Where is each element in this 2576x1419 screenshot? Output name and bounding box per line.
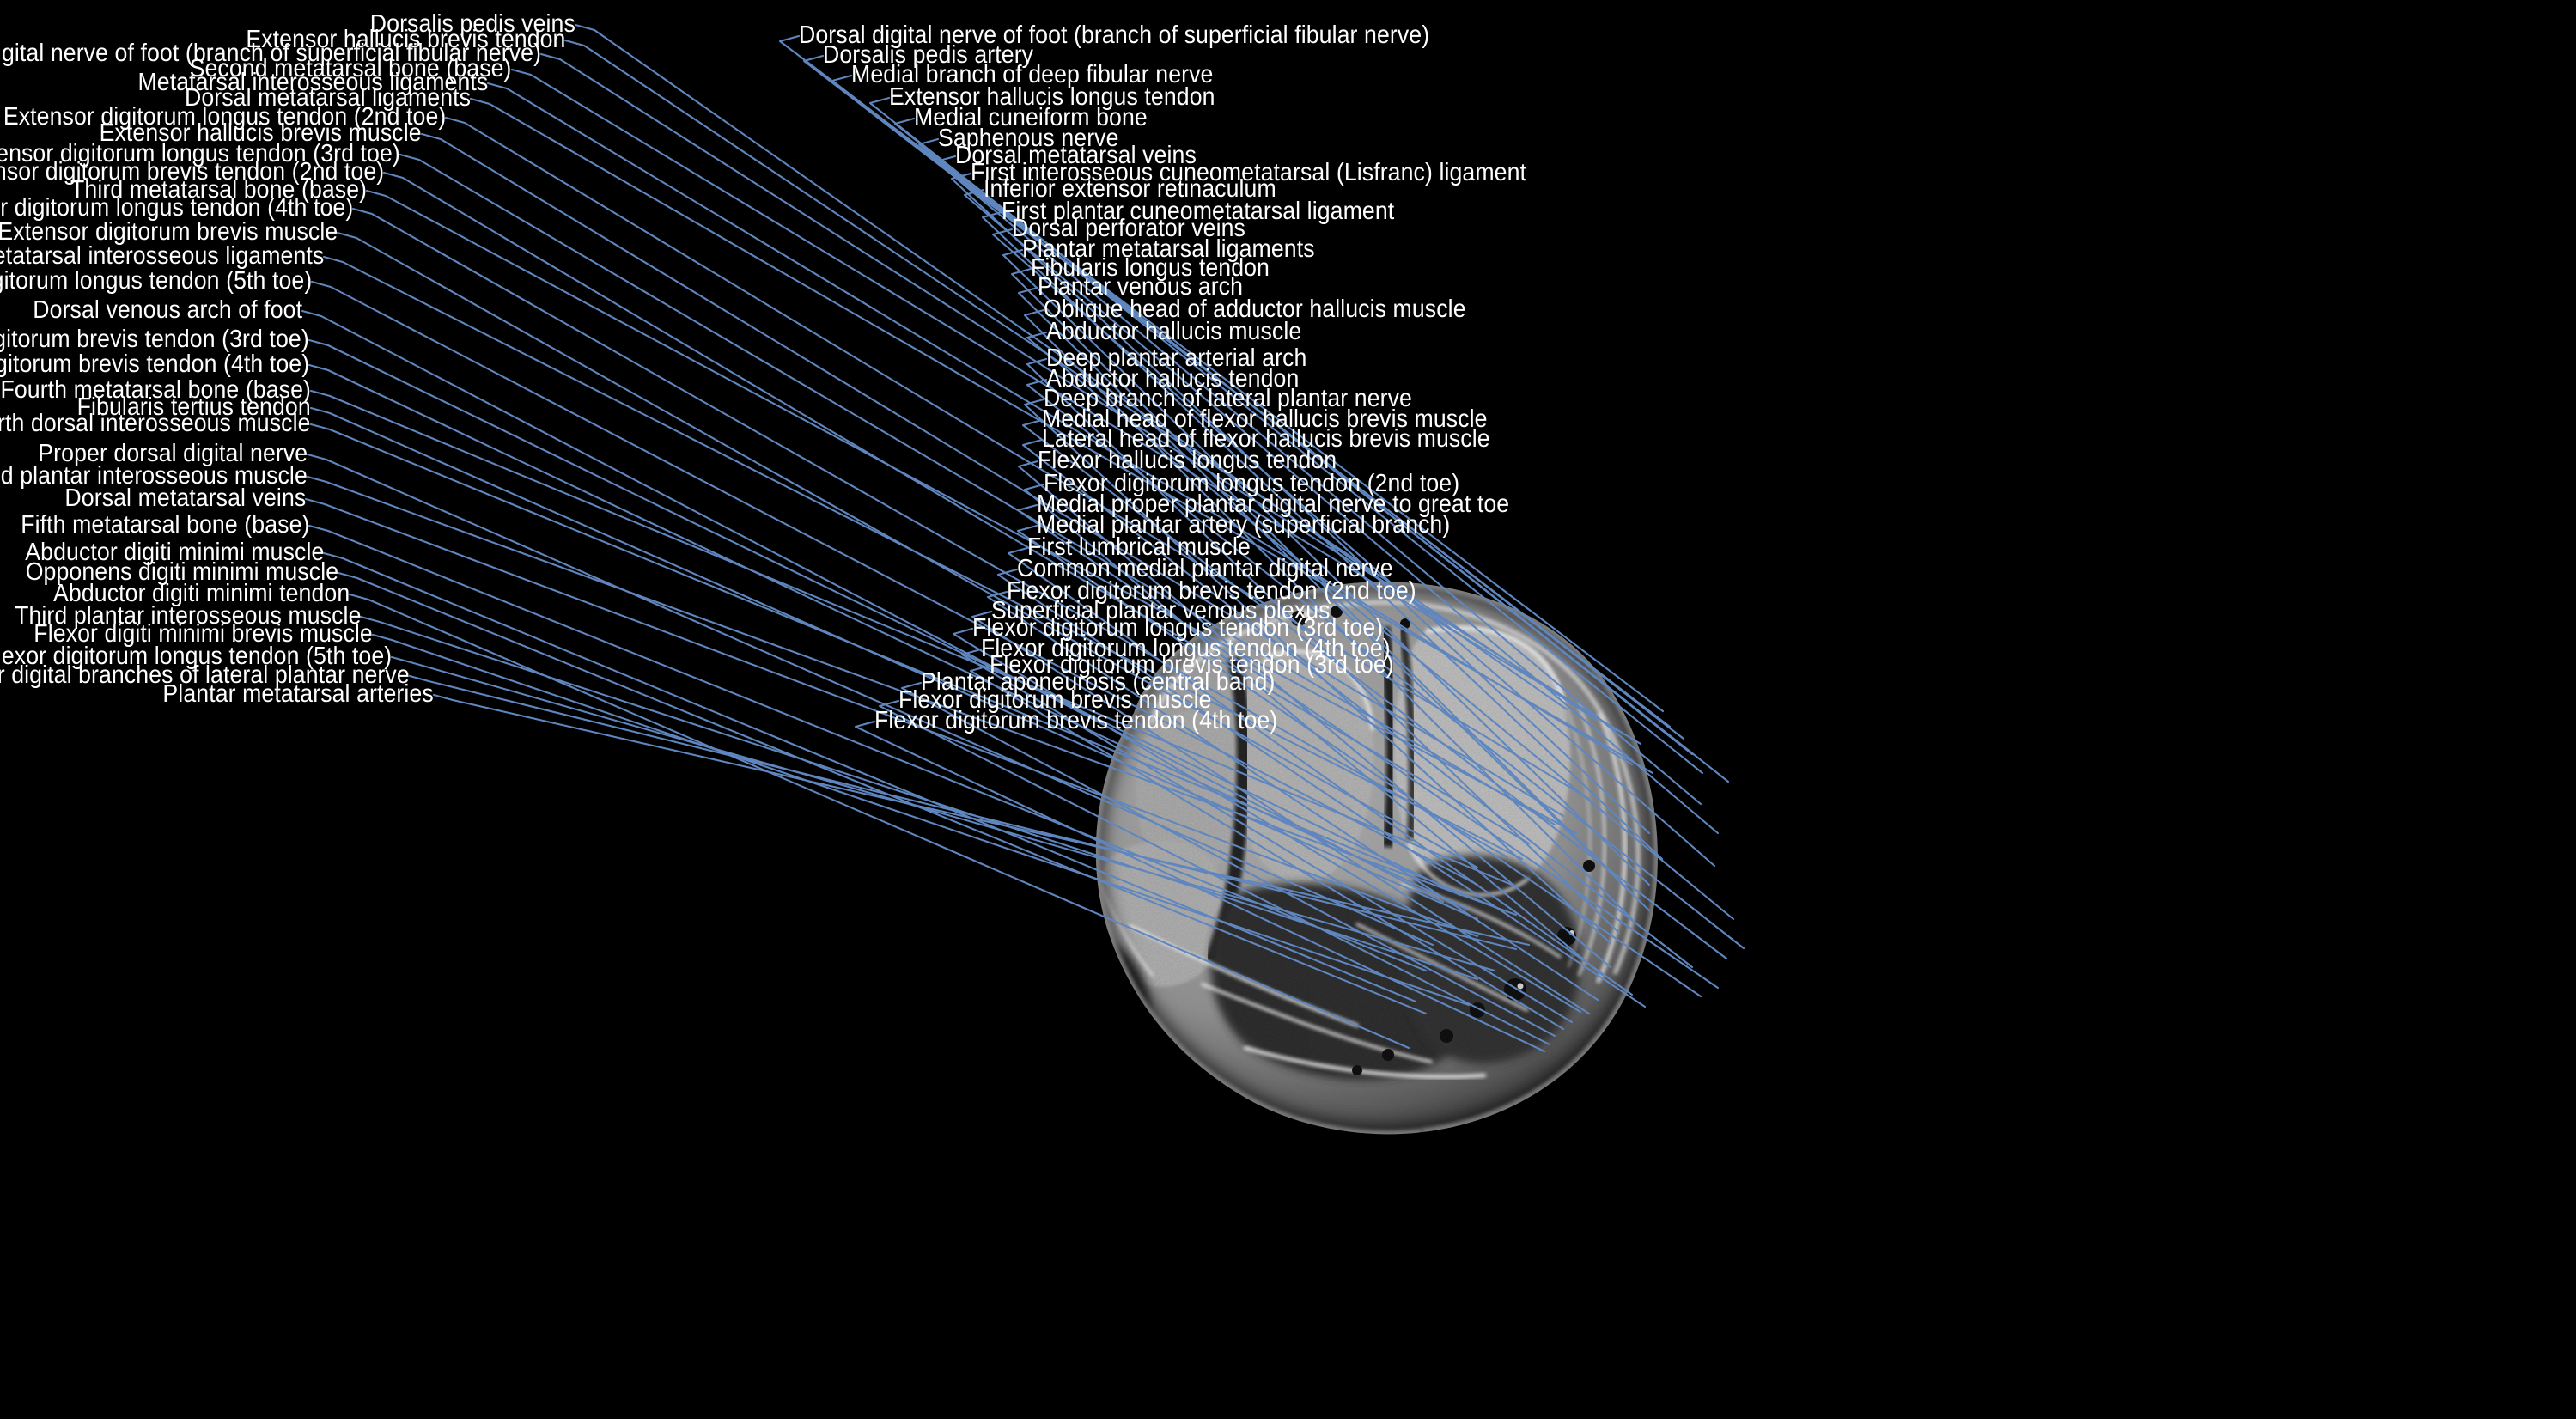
anatomy-label-third-plantar-interosseous-muscle: Third plantar interosseous muscle (14, 602, 361, 630)
anatomy-label-metatarsal-interosseous-ligaments: Metatarsal interosseous ligaments (137, 69, 488, 96)
anatomy-label-second-plantar-interosseous-muscle: Second plantar interosseous muscle (0, 462, 308, 490)
anatomy-label-fibularis-longus-tendon: Fibularis longus tendon (1031, 254, 1270, 282)
anatomy-label-medial-head-of-flexor-hallucis-brevis-muscle: Medial head of flexor hallucis brevis mu… (1042, 405, 1488, 433)
anatomy-label-dorsalis-pedis-artery: Dorsalis pedis artery (823, 41, 1034, 69)
anatomy-label-inferior-extensor-retinaculum: Inferior extensor retinaculum (984, 175, 1276, 203)
anatomy-label-dorsal-metatarsal-veins: Dorsal metatarsal veins (955, 142, 1197, 169)
anatomy-label-deep-branch-of-lateral-plantar-nerve: Deep branch of lateral plantar nerve (1044, 385, 1412, 412)
anatomy-label-extensor-hallucis-brevis-tendon: Extensor hallucis brevis tendon (245, 26, 565, 53)
anatomy-label-extensor-digitorum-brevis-tendon-4th-toe: Extensor digitorum brevis tendon (4th to… (0, 350, 309, 378)
anatomy-label-abductor-hallucis-tendon: Abductor hallucis tendon (1046, 365, 1300, 393)
anatomy-label-extensor-digitorum-longus-tendon-2nd-toe: Extensor digitorum longus tendon (2nd to… (3, 103, 446, 131)
anatomy-label-first-plantar-cuneometatarsal-ligament: First plantar cuneometatarsal ligament (1002, 198, 1395, 225)
anatomy-label-fourth-dorsal-interosseous-muscle: Fourth dorsal interosseous muscle (0, 410, 311, 437)
anatomy-label-first-lumbrical-muscle: First lumbrical muscle (1027, 533, 1251, 561)
anatomy-label-saphenous-nerve: Saphenous nerve (938, 125, 1119, 152)
anatomy-label-plantar-aponeurosis-central-band: Plantar aponeurosis (central band) (921, 668, 1276, 696)
anatomy-label-abductor-hallucis-muscle: Abductor hallucis muscle (1046, 318, 1302, 345)
anatomy-label-dorsalis-pedis-veins: Dorsalis pedis veins (369, 10, 575, 38)
anatomy-label-metatarsal-interosseous-ligaments: Metatarsal interosseous ligaments (0, 242, 324, 270)
anatomy-label-flexor-digitorum-longus-tendon-5th-toe: Flexor digitorum longus tendon (5th toe) (0, 643, 392, 670)
anatomy-label-flexor-digitorum-longus-tendon-4th-toe: Flexor digitorum longus tendon (4th toe) (981, 635, 1391, 662)
anatomy-label-fifth-metatarsal-bone-base: Fifth metatarsal bone (base) (20, 511, 309, 539)
anatomy-label-dorsal-metatarsal-ligaments: Dorsal metatarsal ligaments (184, 84, 471, 112)
anatomy-label-flexor-hallucis-longus-tendon: Flexor hallucis longus tendon (1038, 447, 1337, 474)
anatomy-label-extensor-digitorum-longus-tendon-3rd-toe: Extensor digitorum longus tendon (3rd to… (0, 140, 400, 167)
anatomy-label-plantar-venous-arch: Plantar venous arch (1038, 273, 1244, 301)
anatomy-label-flexor-digitorum-brevis-tendon-4th-toe: Flexor digitorum brevis tendon (4th toe) (874, 707, 1278, 734)
anatomy-label-fibularis-tertius-tendon: Fibularis tertius tendon (76, 393, 311, 421)
anatomy-label-abductor-digiti-minimi-muscle: Abductor digiti minimi muscle (24, 539, 324, 566)
anatomy-label-dorsal-digital-nerve-of-foot-branch-of-superficial-fibular-n: Dorsal digital nerve of foot (branch of … (799, 21, 1430, 49)
anatomy-label-deep-plantar-arterial-arch: Deep plantar arterial arch (1046, 344, 1307, 372)
anatomy-label-dorsal-metatarsal-veins: Dorsal metatarsal veins (64, 484, 306, 512)
anatomy-label-plantar-metatarsal-ligaments: Plantar metatarsal ligaments (1022, 235, 1315, 263)
anatomy-label-medial-plantar-artery-superficial-branch: Medial plantar artery (superficial branc… (1037, 511, 1451, 539)
anatomy-label-flexor-digitorum-brevis-tendon-2nd-toe: Flexor digitorum brevis tendon (2nd toe) (1007, 577, 1416, 605)
anatomy-label-third-metatarsal-bone-base: Third metatarsal bone (base) (70, 176, 367, 204)
anatomy-label-medial-cuneiform-bone: Medial cuneiform bone (914, 104, 1148, 131)
anatomy-label-flexor-digitorum-brevis-muscle: Flexor digitorum brevis muscle (898, 686, 1212, 714)
anatomy-label-extensor-digitorum-brevis-tendon-3rd-toe: Extensor digitorum brevis tendon (3rd to… (0, 326, 309, 353)
anatomy-label-lateral-head-of-flexor-hallucis-brevis-muscle: Lateral head of flexor hallucis brevis m… (1042, 425, 1490, 453)
anatomy-label-extensor-digitorum-longus-tendon-5th-toe: Extensor digitorum longus tendon (5th to… (0, 267, 312, 295)
anatomy-label-abductor-digiti-minimi-tendon: Abductor digiti minimi tendon (52, 580, 350, 607)
anatomy-label-extensor-hallucis-longus-tendon: Extensor hallucis longus tendon (889, 83, 1215, 111)
anatomy-label-flexor-digitorum-brevis-tendon-3rd-toe: Flexor digitorum brevis tendon (3rd toe) (990, 651, 1394, 679)
anatomy-label-fourth-metatarsal-bone-base: Fourth metatarsal bone (base) (0, 376, 311, 404)
anatomy-label-extensor-digitorum-brevis-tendon-2nd-toe: Extensor digitorum brevis tendon (2nd to… (0, 158, 384, 186)
anatomy-label-extensor-digitorum-brevis-muscle: Extensor digitorum brevis muscle (0, 218, 338, 246)
anatomy-label-flexor-digiti-minimi-brevis-muscle: Flexor digiti minimi brevis muscle (33, 620, 373, 648)
anatomy-label-superficial-plantar-venous-plexus: Superficial plantar venous plexus (991, 597, 1331, 624)
anatomy-label-medial-branch-of-deep-fibular-nerve: Medial branch of deep fibular nerve (851, 61, 1214, 88)
anatomy-label-flexor-digitorum-longus-tendon-3rd-toe: Flexor digitorum longus tendon (3rd toe) (972, 614, 1384, 642)
anatomy-label-first-interosseous-cuneometatarsal-lisfranc-ligament: First interosseous cuneometatarsal (Lisf… (971, 159, 1527, 186)
anatomy-label-common-plantar-digital-branches-of-lateral-plantar-nerve: Common plantar digital branches of later… (0, 661, 410, 689)
anatomy-label-flexor-digitorum-longus-tendon-2nd-toe: Flexor digitorum longus tendon (2nd toe) (1044, 470, 1460, 497)
anatomy-label-dorsal-venous-arch-of-foot: Dorsal venous arch of foot (33, 296, 302, 324)
anatomy-label-medial-proper-plantar-digital-nerve-to-great-toe: Medial proper plantar digital nerve to g… (1037, 490, 1510, 518)
anatomy-label-dorsal-digital-nerve-of-foot-branch-of-superficial-fibular-n: Dorsal digital nerve of foot (branch of … (0, 40, 541, 67)
anatomy-label-plantar-metatarsal-arteries: Plantar metatarsal arteries (162, 680, 434, 708)
anatomy-label-opponens-digiti-minimi-muscle: Opponens digiti minimi muscle (25, 558, 338, 586)
anatomy-label-second-metatarsal-bone-base: Second metatarsal bone (base) (190, 55, 512, 82)
anatomy-label-dorsal-perforator-veins: Dorsal perforator veins (1012, 215, 1246, 242)
anatomy-label-extensor-hallucis-brevis-muscle: Extensor hallucis brevis muscle (99, 119, 422, 147)
anatomy-label-oblique-head-of-adductor-hallucis-muscle: Oblique head of adductor hallucis muscle (1044, 295, 1466, 323)
anatomy-label-extensor-digitorum-longus-tendon-4th-toe: Extensor digitorum longus tendon (4th to… (0, 194, 353, 222)
anatomy-label-common-medial-plantar-digital-nerve: Common medial plantar digital nerve (1017, 555, 1393, 582)
anatomy-label-proper-dorsal-digital-nerve: Proper dorsal digital nerve (38, 440, 308, 467)
